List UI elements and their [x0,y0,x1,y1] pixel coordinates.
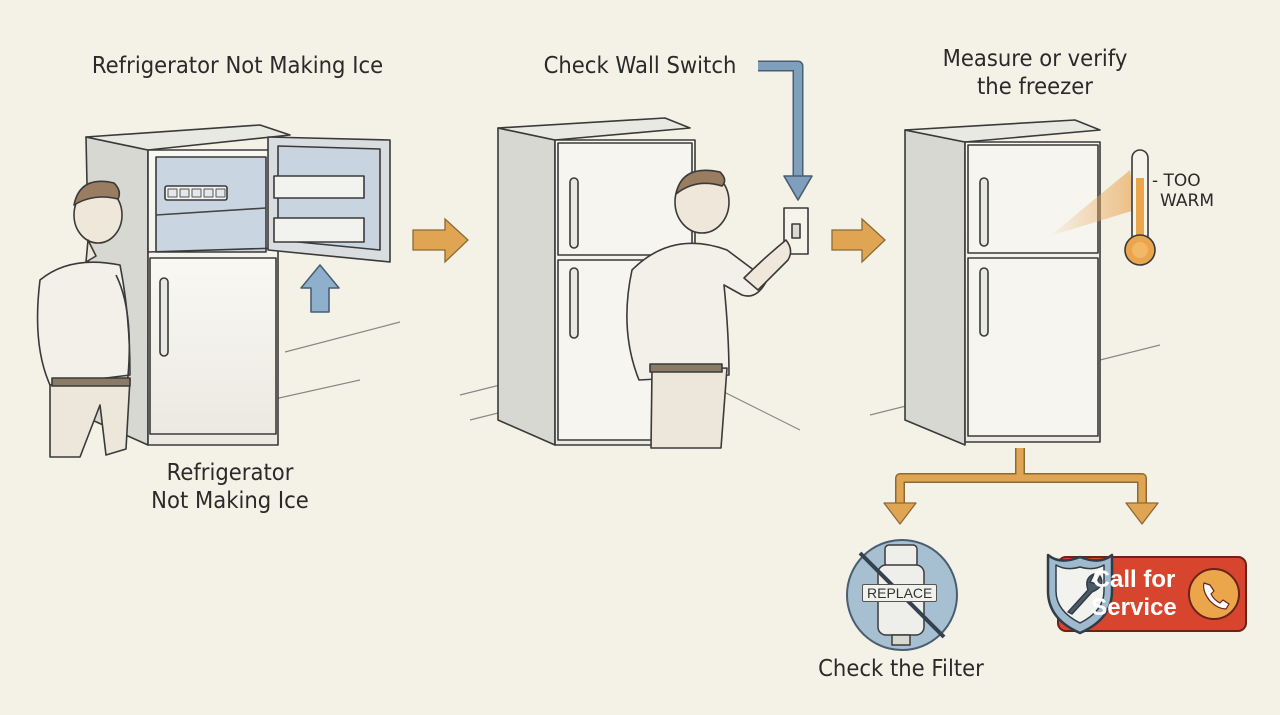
branch-arrows [883,448,1159,525]
flow-arrow-1 [412,217,469,264]
wrench-shield-icon [1046,553,1114,635]
scene-freezer-temp [869,119,1161,446]
step-3-title-line-1: Measure or verify [942,46,1128,72]
service-line-2: Service [1091,594,1177,621]
service-line-1: Call for [1092,566,1176,593]
step-3-title-line-2: the freezer [976,74,1094,100]
filter-label: Check the Filter [818,656,984,682]
thermometer-label-line-1: - TOO [1152,171,1201,191]
phone-icon [1188,568,1240,620]
thermometer-label-line-2: WARM [1160,191,1214,211]
service-outcome [1046,553,1247,635]
person-looking [36,180,131,458]
step-2-title: Check Wall Switch [543,53,737,79]
person-pressing-switch [626,169,792,449]
replace-badge: REPLACE [862,584,938,602]
step-1-title: Refrigerator Not Making Ice [91,53,384,79]
step-1-caption-line-1: Refrigerator [166,460,294,486]
step-1-caption-line-2: Not Making Ice [151,488,309,514]
filter-outcome [846,539,958,651]
thermometer-icon [1124,149,1156,266]
scene-fridge-open [85,124,401,446]
flow-arrow-2 [831,217,886,264]
scene-wall-switch [459,60,813,446]
